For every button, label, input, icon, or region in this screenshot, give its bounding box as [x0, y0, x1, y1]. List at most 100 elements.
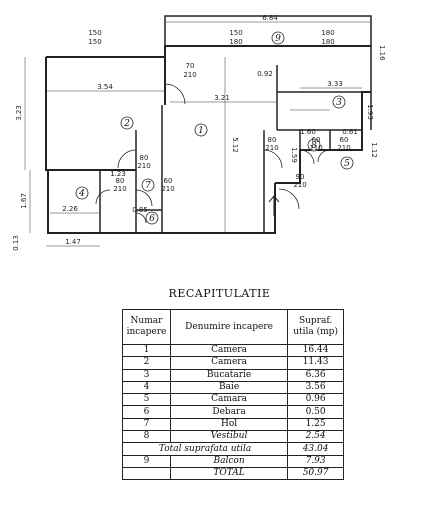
dim-storage-height: 1.12	[370, 142, 378, 158]
total-label: TOTAL	[169, 466, 289, 481]
room-number-2: 2	[123, 119, 130, 129]
total-row: TOTAL 50.97	[122, 466, 344, 481]
row-number: 2	[122, 356, 171, 370]
page-title: RECAPITULATIE	[168, 287, 271, 300]
dim-room2-width: 3.54	[97, 83, 113, 91]
dim-door-living-bottom: 210	[183, 71, 196, 79]
dim-hol-width: 1.23	[110, 170, 126, 178]
entry-arrow	[268, 195, 280, 216]
room-number-8: 8	[311, 141, 317, 151]
total-util-row: Total suprafata utila 43.04	[121, 442, 344, 456]
dim-room1-height: 5.12	[231, 137, 239, 153]
table-row: 2 Camera 11.43	[122, 356, 344, 370]
table-row: 3 Bucatarie 6.36	[122, 368, 344, 382]
room-number-5: 5	[344, 159, 350, 169]
row-name: Camera	[169, 356, 289, 370]
plan-walls	[45, 15, 372, 234]
floor-plan: 9 1 2 3 4 7 6 8 5 6.84 1.16 150 150 150 …	[12, 14, 386, 251]
row-area: 1.25	[287, 417, 344, 432]
row-number: 1	[122, 343, 171, 358]
header-area: Supraf. utila (mp)	[287, 309, 344, 345]
dim-label-top-1: 150	[88, 29, 101, 37]
row-name: Camara	[169, 393, 289, 407]
row-name: Hol	[169, 417, 289, 432]
table-row: 1 Camera 16.44	[122, 343, 344, 358]
dim-label-bottom-3: 180	[321, 38, 334, 46]
room-number-9: 9	[275, 34, 281, 44]
dim-kitchen-offset: 0.92	[257, 70, 273, 78]
room-number-4: 4	[78, 189, 85, 199]
row-area: 0.96	[287, 393, 344, 407]
door-swings	[95, 83, 331, 224]
dim-door-entry-top: 90	[296, 173, 305, 181]
dim-door-kitchen-bottom: 210	[309, 144, 322, 152]
dim-bath-height: 1.67	[20, 193, 28, 209]
dim-door-living-top: 70	[186, 62, 195, 70]
dim-door-hall-top: 80	[268, 136, 277, 144]
dim-door-storage-top: 60	[340, 136, 349, 144]
dim-room1-width: 3.21	[214, 94, 230, 102]
room-number-1: 1	[198, 126, 204, 136]
total-util-label: Total suprafata utila	[121, 442, 289, 456]
dim-wall-offset: 0.13	[12, 235, 20, 251]
dim-door-entry-bottom: 210	[293, 181, 306, 189]
table-row: 6 Debara 0.50	[122, 405, 344, 419]
dim-label-top-2: 150	[229, 29, 242, 37]
table-row: 4 Baie 3.56	[122, 380, 344, 395]
row-area: 11.43	[287, 356, 344, 370]
table-row: 8 Vestibul 2.54	[122, 430, 344, 444]
dim-label-bottom-2: 180	[229, 38, 242, 46]
row-number: 4	[122, 380, 171, 395]
balcon-number: 9	[122, 454, 171, 468]
dim-door-wc-bottom: 210	[161, 185, 174, 193]
dim-door-storage-bottom: 210	[337, 144, 350, 152]
dim-hol-small: 0.85	[132, 206, 148, 214]
balcon-area: 7.93	[287, 454, 344, 468]
row-area: 2.54	[287, 430, 344, 444]
dimension-lines	[24, 21, 371, 247]
table-row: 7 Hol 1.25	[122, 417, 344, 432]
dim-door-bath-top: 80	[116, 177, 125, 185]
dim-hall-height: 1.59	[290, 147, 298, 163]
total-area: 50.97	[287, 466, 344, 481]
dim-label-top-3: 180	[321, 29, 334, 37]
room-number-6: 6	[149, 214, 155, 224]
row-name: Bucatarie	[169, 368, 289, 382]
row-name: Vestibul	[169, 430, 289, 444]
row-area: 0.50	[287, 405, 344, 419]
dim-right-side: 1.16	[378, 45, 386, 61]
row-name: Baie	[169, 380, 289, 395]
dim-door-bath-bottom: 210	[113, 185, 126, 193]
row-number: 7	[122, 417, 171, 432]
dim-top-width: 6.84	[262, 14, 278, 22]
dim-room2-height: 3.23	[15, 105, 23, 121]
dim-storage-width: 0.61	[342, 128, 358, 136]
room-number-3: 3	[336, 98, 342, 108]
row-number: 8	[122, 430, 171, 444]
dim-bath-bottom: 1.47	[65, 238, 81, 246]
row-name: Debara	[169, 405, 289, 419]
dim-door-hall-bottom: 210	[265, 144, 278, 152]
dim-door-wc-top: 60	[164, 177, 173, 185]
row-number: 5	[122, 393, 171, 407]
recap-table: Numar incapere Denumire incapere Supraf.…	[121, 309, 344, 481]
table-header-row: Numar incapere Denumire incapere Supraf.…	[122, 309, 344, 345]
row-number: 3	[122, 368, 171, 382]
row-area: 16.44	[287, 343, 344, 358]
room-circles	[75, 31, 354, 225]
room-number-7: 7	[145, 181, 151, 191]
header-number: Numar incapere	[122, 309, 171, 345]
row-area: 6.36	[287, 368, 344, 382]
balcon-row: 9 Balcon 7.93	[122, 454, 344, 468]
row-number: 6	[122, 405, 171, 419]
dim-kitchen-height: 1.93	[366, 104, 374, 120]
dim-door-hol-top: 80	[140, 154, 149, 162]
total-util-area: 43.04	[287, 442, 344, 456]
total-empty-cell	[122, 466, 171, 481]
dim-door-kitchen-top: 60	[312, 136, 321, 144]
balcon-name: Balcon	[169, 454, 289, 468]
dim-bath-width: 2.26	[62, 205, 78, 213]
dim-kitchen-width: 3.33	[327, 80, 343, 88]
row-name: Camera	[169, 343, 289, 358]
dim-hall-width: 1.60	[300, 128, 316, 136]
